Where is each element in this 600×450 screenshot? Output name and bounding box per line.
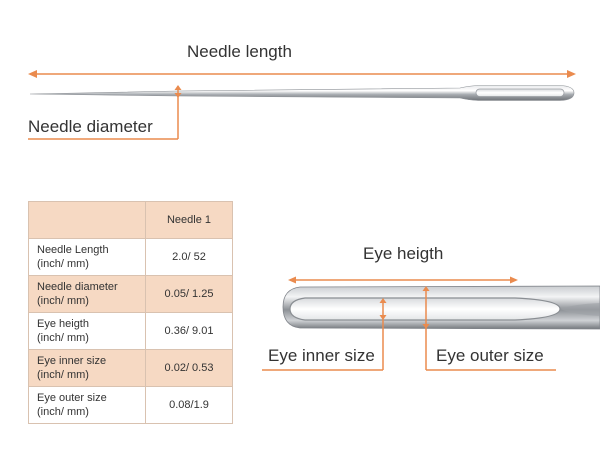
row-unit: (inch/ mm) [37,406,89,418]
row-unit: (inch/ mm) [37,332,89,344]
row-value-text: 0.08/1.9 [169,399,209,411]
row-name: Eye inner size [37,355,107,367]
needle-length-label: Needle length [187,42,292,61]
needle-eye-closeup [282,285,600,330]
row-value-text: 0.36/ 9.01 [164,325,214,337]
row-value: 0.05/ 1.25 [145,275,233,313]
row-label: Needle diameter (inch/ mm) [28,275,146,313]
row-unit: (inch/ mm) [37,295,89,307]
row-unit: (inch/ mm) [37,369,89,381]
row-value: 2.0/ 52 [145,238,233,276]
eye-outer-size-label: Eye outer size [436,346,544,365]
row-label: Eye inner size (inch/ mm) [28,349,146,387]
eye-inner-size-label: Eye inner size [268,346,375,365]
row-value: 0.36/ 9.01 [145,312,233,350]
table-column-header: Needle 1 [145,201,233,239]
row-value: 0.02/ 0.53 [145,349,233,387]
row-name: Eye outer size [37,392,107,404]
row-label: Eye outer size (inch/ mm) [28,386,146,424]
table-header-row: Needle 1 [28,201,233,239]
table-row: Needle Length (inch/ mm) 2.0/ 52 [28,238,233,276]
table-corner-cell [28,201,146,239]
needle-spec-table: Needle 1 Needle Length (inch/ mm) 2.0/ 52… [28,201,233,424]
needle-diameter-label: Needle diameter [28,117,153,136]
row-label: Eye heigth (inch/ mm) [28,312,146,350]
table-row: Eye heigth (inch/ mm) 0.36/ 9.01 [28,312,233,350]
row-unit: (inch/ mm) [37,258,89,270]
table-row: Eye inner size (inch/ mm) 0.02/ 0.53 [28,349,233,387]
table-row: Eye outer size (inch/ mm) 0.08/1.9 [28,386,233,424]
table-row: Needle diameter (inch/ mm) 0.05/ 1.25 [28,275,233,313]
row-value-text: 0.05/ 1.25 [164,288,214,300]
row-value-text: 0.02/ 0.53 [164,362,214,374]
row-name: Needle diameter [37,281,118,293]
row-value: 0.08/1.9 [145,386,233,424]
eye-height-label: Eye heigth [363,244,444,263]
row-label: Needle Length (inch/ mm) [28,238,146,276]
row-name: Needle Length [37,244,109,256]
row-value-text: 2.0/ 52 [172,251,206,263]
row-name: Eye heigth [37,318,89,330]
